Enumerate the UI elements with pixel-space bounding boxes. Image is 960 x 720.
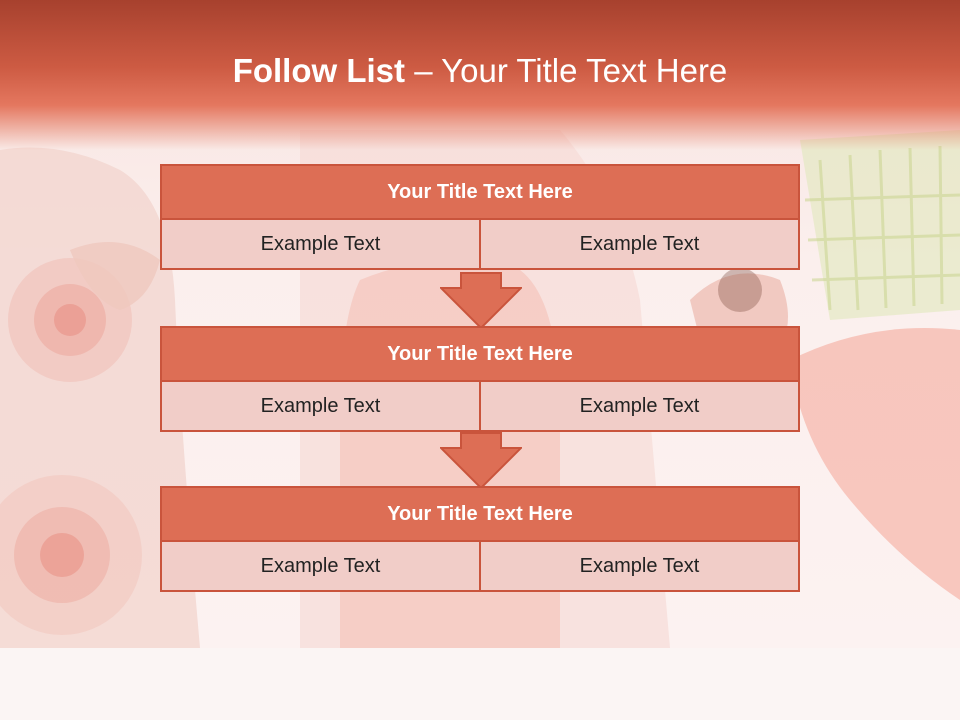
block-title: Your Title Text Here — [160, 326, 800, 382]
block-title: Your Title Text Here — [160, 486, 800, 542]
slide-title-bold: Follow List — [232, 52, 406, 89]
down-arrow-icon — [440, 432, 522, 490]
list-block-1: Your Title Text Here Example Text Exampl… — [160, 164, 800, 270]
block-cell-left: Example Text — [160, 382, 481, 432]
block-cell-right: Example Text — [481, 382, 800, 432]
list-block-2: Your Title Text Here Example Text Exampl… — [160, 326, 800, 432]
block-cell-left: Example Text — [160, 220, 481, 270]
slide-title-rest: – Your Title Text Here — [405, 52, 728, 89]
bottom-band — [0, 648, 960, 720]
list-block-3: Your Title Text Here Example Text Exampl… — [160, 486, 800, 592]
block-cell-left: Example Text — [160, 542, 481, 592]
down-arrow-icon — [440, 272, 522, 330]
block-cell-right: Example Text — [481, 220, 800, 270]
title-bar — [0, 0, 960, 150]
block-row: Example Text Example Text — [160, 382, 800, 432]
block-row: Example Text Example Text — [160, 542, 800, 592]
block-cell-right: Example Text — [481, 542, 800, 592]
block-title: Your Title Text Here — [160, 164, 800, 220]
block-row: Example Text Example Text — [160, 220, 800, 270]
slide-title: Follow List – Your Title Text Here — [0, 52, 960, 90]
